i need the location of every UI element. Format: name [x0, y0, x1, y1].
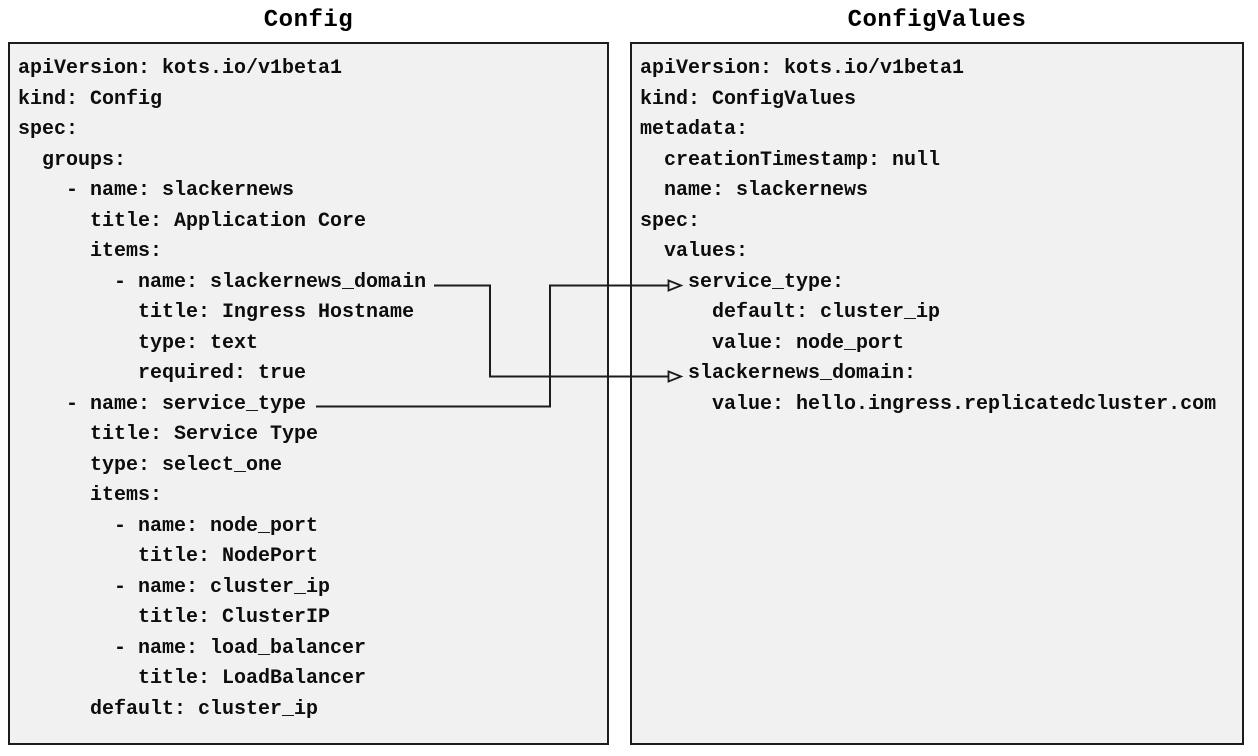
config-yaml-code: apiVersion: kots.io/v1beta1 kind: Config… — [18, 57, 427, 721]
configvalues-yaml-panel: apiVersion: kots.io/v1beta1 kind: Config… — [630, 42, 1244, 745]
config-panel-title: Config — [263, 7, 354, 34]
configvalues-panel-title: ConfigValues — [847, 7, 1027, 34]
configvalues-yaml-code: apiVersion: kots.io/v1beta1 kind: Config… — [640, 57, 1217, 416]
config-yaml-panel: apiVersion: kots.io/v1beta1 kind: Config… — [8, 42, 609, 745]
